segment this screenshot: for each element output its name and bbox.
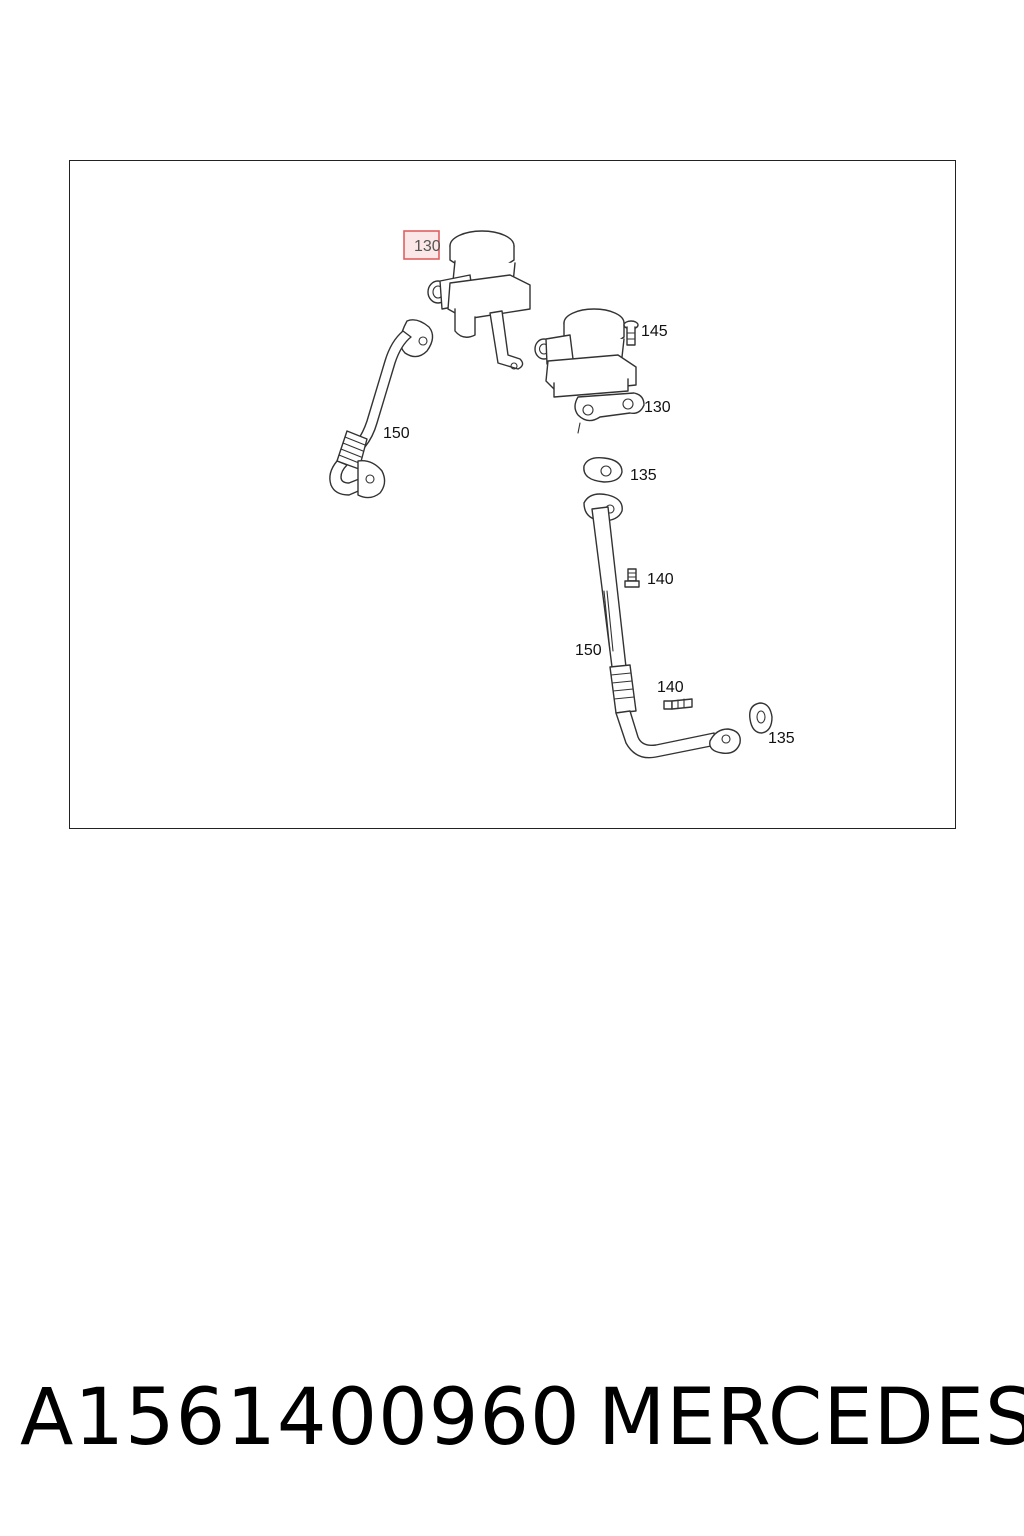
highlight-box[interactable] xyxy=(403,230,440,260)
pipe-left-bellows xyxy=(336,430,368,470)
gasket-lower xyxy=(749,702,773,734)
label-145: 145 xyxy=(641,323,668,340)
brand-name: MERCEDES xyxy=(598,1373,1024,1463)
screw-145 xyxy=(623,320,639,346)
part-footer: A1561400960 MERCEDES xyxy=(0,1365,1024,1475)
parts-diagram: 130 145 130 150 135 140 150 140 135 xyxy=(329,230,795,759)
diagram-frame: 130 145 130 150 135 140 150 140 135 xyxy=(69,160,956,829)
pipe-right-bellows xyxy=(609,664,637,714)
pipe-right xyxy=(583,493,741,759)
pipe-left xyxy=(329,319,434,499)
label-140-upper: 140 xyxy=(647,571,674,588)
part-number: A1561400960 xyxy=(20,1373,581,1463)
label-140-lower: 140 xyxy=(657,679,684,696)
bolt-140-lower xyxy=(663,698,693,710)
valve-top xyxy=(427,230,531,370)
valve-right xyxy=(534,308,645,434)
label-150-right: 150 xyxy=(575,642,602,659)
bolt-140-upper xyxy=(624,568,640,588)
label-150-left: 150 xyxy=(383,425,410,442)
label-135-upper: 135 xyxy=(630,467,657,484)
label-135-lower: 135 xyxy=(768,730,795,747)
gasket-upper xyxy=(583,456,623,483)
label-130-highlighted[interactable]: 130 xyxy=(414,238,441,255)
label-130-right: 130 xyxy=(644,399,671,416)
